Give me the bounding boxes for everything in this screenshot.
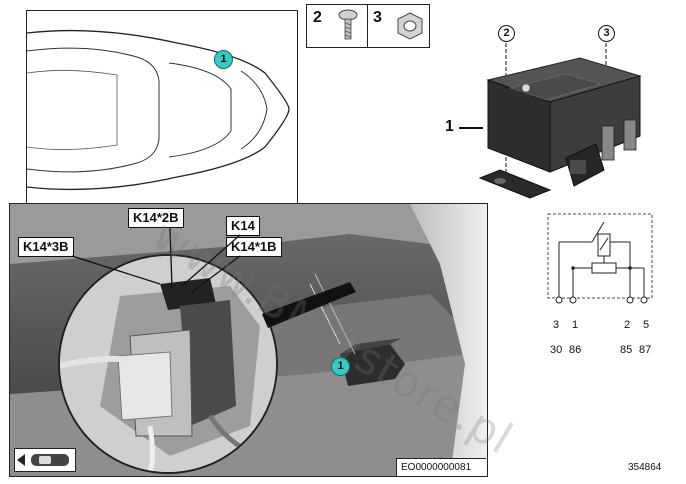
car-rear-view-icon: [17, 454, 69, 466]
part-number-screw: 2: [313, 9, 322, 26]
connector-leader-lines: [71, 227, 356, 328]
schematic-pin-1: 1: [572, 319, 579, 331]
part-number-nut: 3: [373, 9, 382, 26]
magnified-relay-illustration: [60, 256, 276, 472]
parts-table-divider: [367, 5, 368, 47]
connector-label-k14-3b: K14*3B: [18, 237, 74, 257]
relay-part-number: 1: [445, 118, 454, 135]
car-orientation-badge: [14, 448, 76, 472]
installation-photo-panel: K14*2B K14 K14*3B K14*1B 1 EO0000000081: [9, 203, 488, 477]
diagram-number: 354864: [628, 462, 662, 473]
nut-icon: [397, 12, 423, 40]
connector-label-k14: K14: [226, 216, 260, 236]
photo-code: EO0000000081: [401, 462, 472, 473]
location-marker-photo: 1: [331, 357, 350, 376]
connector-label-k14-1b: K14*1B: [226, 237, 282, 257]
relay-callout-circle-3: 3: [598, 25, 615, 42]
relay-schematic: [546, 212, 656, 308]
relay-schematic-drawing: [547, 213, 653, 304]
parts-table: 2 3: [306, 4, 430, 48]
screw-icon: [338, 9, 358, 40]
location-marker-car-label: 1: [220, 53, 227, 65]
location-marker-photo-label: 1: [337, 360, 344, 372]
location-marker-car: 1: [214, 50, 233, 69]
car-top-view-outline: [26, 29, 290, 191]
relay-callout-circle-2: 2: [498, 25, 515, 42]
relay-callout-circle-2-label: 2: [503, 27, 510, 39]
schematic-pin-2: 2: [624, 319, 631, 331]
photo-code-box: EO0000000081: [396, 458, 486, 476]
schematic-pin-3: 3: [553, 319, 560, 331]
schematic-terminal-85: 85: [620, 344, 633, 356]
schematic-terminal-30: 30: [550, 344, 563, 356]
magnified-relay-inset: [58, 254, 278, 474]
connector-label-k14-2b: K14*2B: [128, 208, 184, 228]
relay-leader-line: [459, 127, 483, 129]
car-location-panel: 1: [26, 10, 298, 206]
schematic-terminal-86: 86: [569, 344, 582, 356]
schematic-terminal-87: 87: [639, 344, 652, 356]
relay-callout-circle-3-label: 3: [603, 27, 610, 39]
schematic-pin-5: 5: [643, 319, 650, 331]
relay-illustration: [478, 43, 642, 199]
